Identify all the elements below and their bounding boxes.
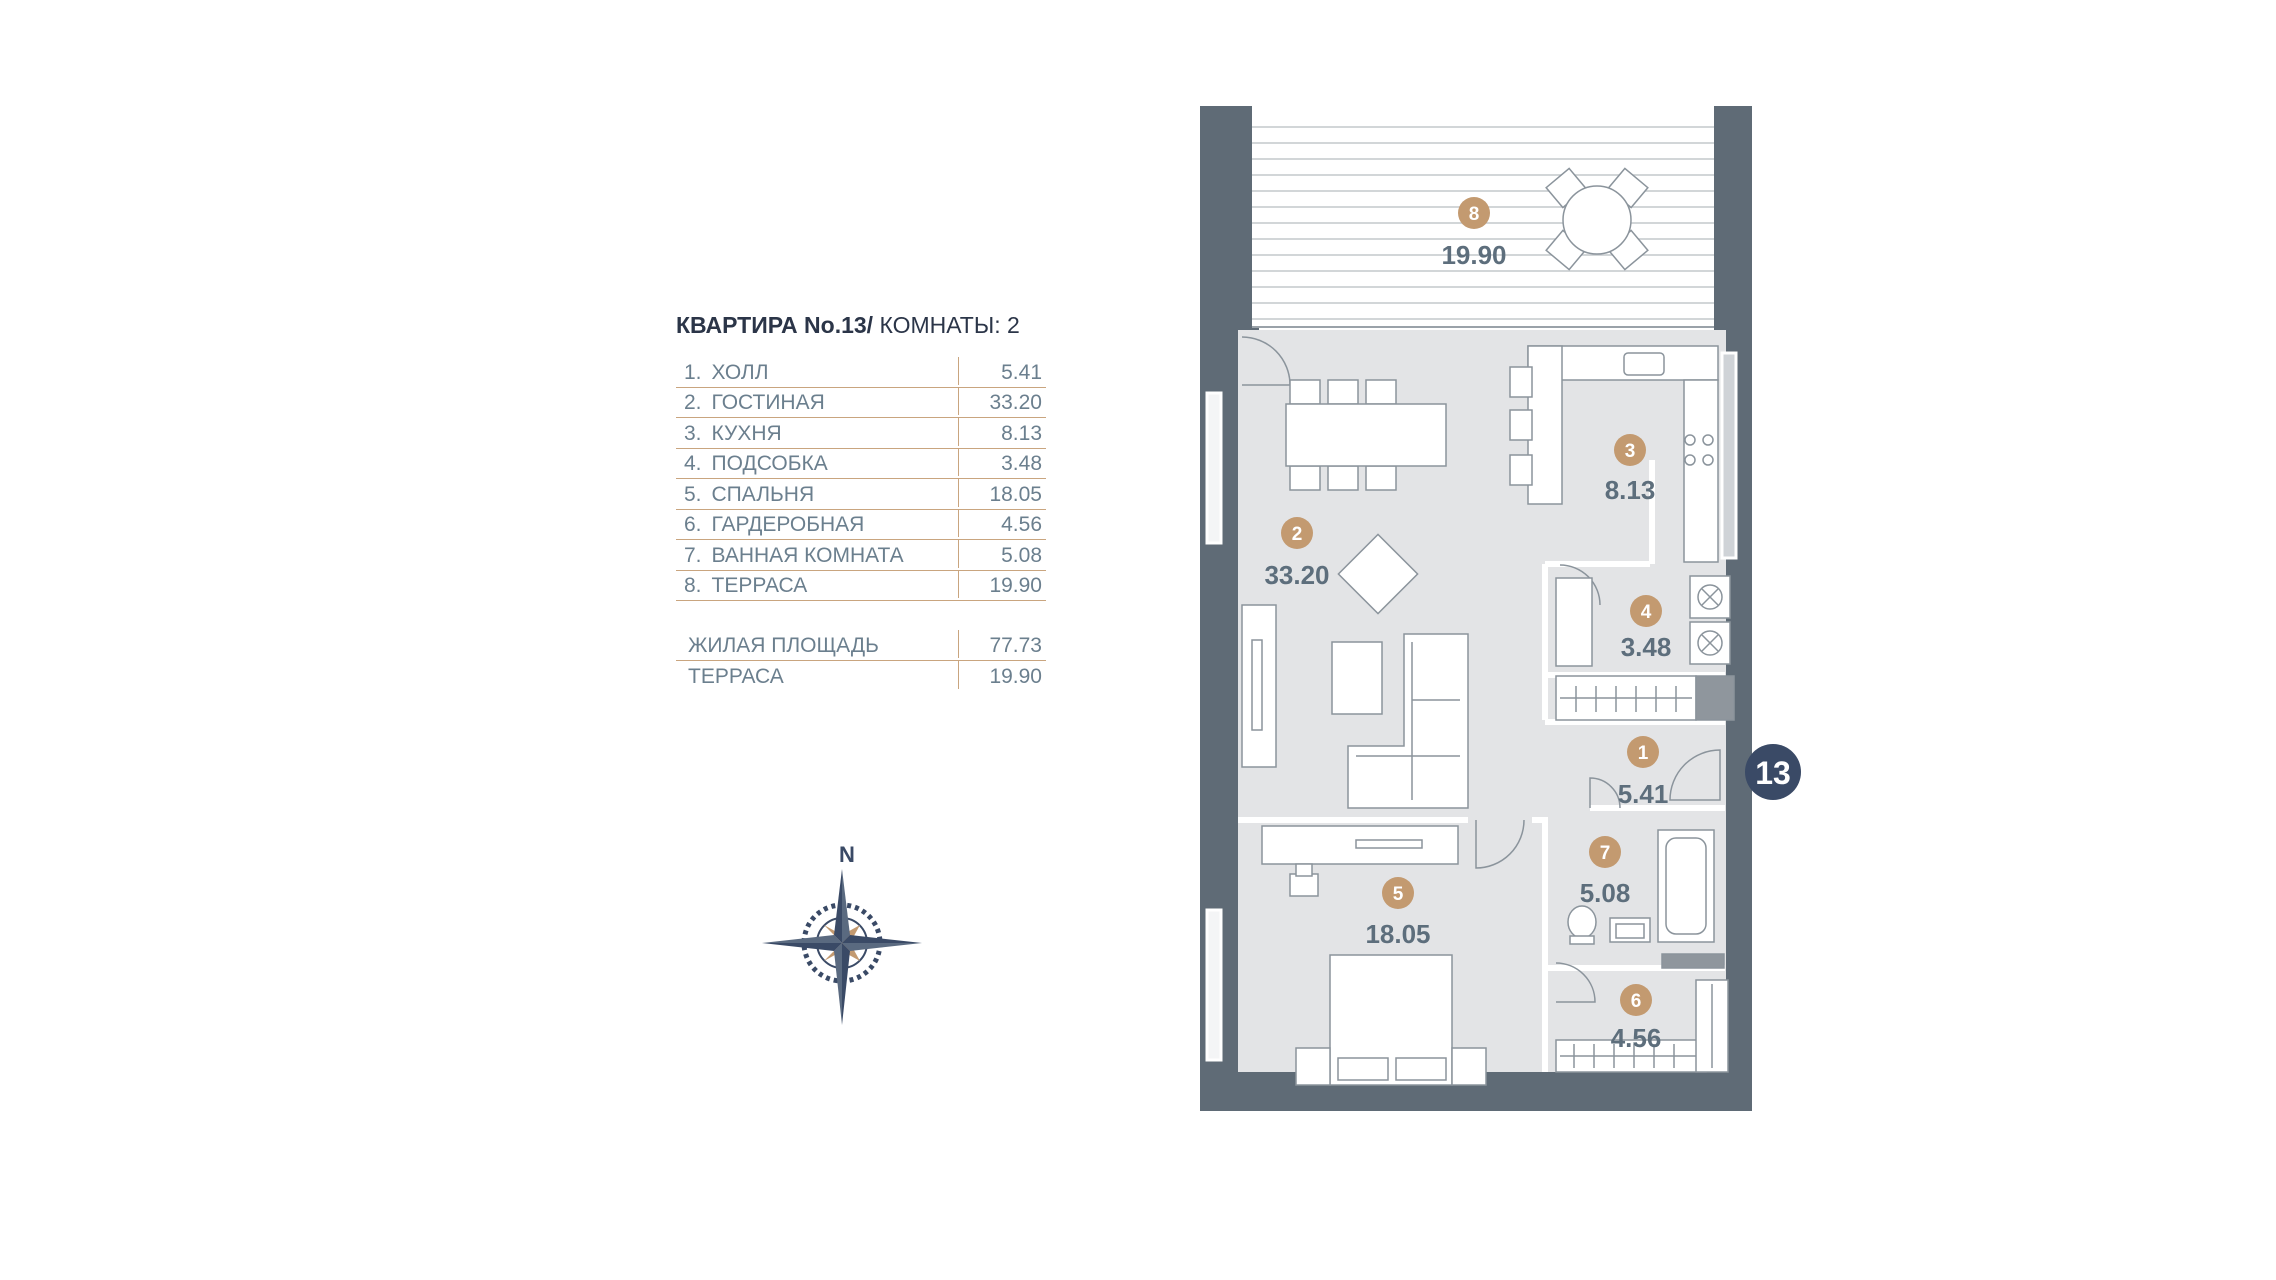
room-number: 1. xyxy=(684,360,702,384)
room-row-utility: 4. ПОДСОБКА 3.48 xyxy=(676,448,1046,479)
room-row-bedroom: 5. СПАЛЬНЯ 18.05 xyxy=(676,479,1046,510)
room-label-3: 3 8.13 xyxy=(1605,434,1656,505)
room-area-label: 19.90 xyxy=(1441,240,1506,270)
room-area-label: 18.05 xyxy=(1365,919,1430,949)
room-name: ГАРДЕРОБНАЯ xyxy=(711,513,865,536)
room-area: 3.48 xyxy=(958,448,1046,476)
room-label-4: 4 3.48 xyxy=(1621,595,1672,662)
room-number: 2. xyxy=(684,391,702,414)
room-badge xyxy=(1382,877,1414,909)
room-badge xyxy=(1614,434,1646,466)
room-number: 3. xyxy=(684,421,702,445)
apartment-badge-circle xyxy=(1745,744,1801,800)
room-label-8: 8 19.90 xyxy=(1441,197,1507,270)
hall-closet xyxy=(1555,675,1735,721)
room-badge-number: 3 xyxy=(1625,441,1636,462)
room-name: СПАЛЬНЯ xyxy=(711,482,815,506)
room-badge-number: 6 xyxy=(1631,991,1642,1012)
room-area: 8.13 xyxy=(958,418,1046,446)
room-row-hall: 1. ХОЛЛ 5.41 xyxy=(676,357,1046,388)
room-schedule: КВАРТИРА No.13/ КОМНАТЫ: 2 1. ХОЛЛ 5.41 2… xyxy=(676,312,1046,691)
room-badge xyxy=(1281,517,1313,549)
bathroom-fixtures xyxy=(1567,829,1725,969)
total-label: ТЕРРАСА xyxy=(688,665,784,688)
room-number: 4. xyxy=(684,452,702,475)
apartment-number: КВАРТИРА No.13/ xyxy=(676,312,874,338)
door-swings xyxy=(1241,336,1721,1003)
utility-appliances xyxy=(1555,575,1731,667)
room-area: 19.90 xyxy=(958,570,1046,598)
room-area-label: 5.08 xyxy=(1580,878,1631,908)
room-label-5: 5 18.05 xyxy=(1365,877,1431,949)
room-row-living: 2. ГОСТИНАЯ 33.20 xyxy=(676,387,1046,418)
living-furniture xyxy=(1241,533,1469,809)
room-area-label: 33.20 xyxy=(1264,560,1329,590)
room-name: КУХНЯ xyxy=(711,421,782,445)
room-name: ХОЛЛ xyxy=(711,360,769,384)
room-label-7: 7 5.08 xyxy=(1580,836,1631,908)
total-terrace-area: ТЕРРАСА 19.90 xyxy=(676,660,1046,692)
room-badge xyxy=(1589,836,1621,868)
room-row-terrace: 8. ТЕРРАСА 19.90 xyxy=(676,570,1046,601)
compass-icon: N xyxy=(762,842,922,1025)
compass-north-label: N xyxy=(839,842,855,867)
room-area-label: 8.13 xyxy=(1605,475,1656,505)
kitchen-units xyxy=(1509,345,1719,563)
room-area: 18.05 xyxy=(958,479,1046,507)
room-area: 33.20 xyxy=(958,387,1046,415)
rooms-count: КОМНАТЫ: 2 xyxy=(879,312,1020,338)
room-number: 7. xyxy=(684,543,702,567)
room-badge xyxy=(1630,595,1662,627)
room-badge-number: 5 xyxy=(1393,884,1404,905)
room-area-label: 3.48 xyxy=(1621,632,1672,662)
wardrobe-rails xyxy=(1555,979,1729,1073)
room-area-label: 5.41 xyxy=(1618,779,1669,809)
room-label-6: 6 4.56 xyxy=(1611,984,1662,1053)
room-row-kitchen: 3. КУХНЯ 8.13 xyxy=(676,418,1046,449)
room-number: 6. xyxy=(684,513,702,536)
room-row-bathroom: 7. ВАННАЯ КОМНАТА 5.08 xyxy=(676,540,1046,571)
partitions xyxy=(1238,460,1725,1072)
terrace-table xyxy=(1545,167,1649,271)
legend-title: КВАРТИРА No.13/ КОМНАТЫ: 2 xyxy=(676,312,1046,339)
room-badge-number: 7 xyxy=(1600,843,1611,864)
windows xyxy=(1205,351,1738,1062)
room-row-wardrobe: 6. ГАРДЕРОБНАЯ 4.56 xyxy=(676,509,1046,540)
room-name: ГОСТИНАЯ xyxy=(711,391,825,414)
room-area: 5.41 xyxy=(958,357,1046,385)
room-badge-number: 4 xyxy=(1641,602,1652,623)
room-badge xyxy=(1627,736,1659,768)
room-badge xyxy=(1458,197,1490,229)
room-area: 5.08 xyxy=(958,540,1046,568)
room-badge xyxy=(1620,984,1652,1016)
room-number: 8. xyxy=(684,574,702,597)
room-area: 4.56 xyxy=(958,509,1046,537)
total-label: ЖИЛАЯ ПЛОЩАДЬ xyxy=(688,633,879,657)
room-badge-number: 1 xyxy=(1638,743,1649,764)
room-area-label: 4.56 xyxy=(1611,1023,1662,1053)
room-number: 5. xyxy=(684,482,702,506)
room-badge-number: 2 xyxy=(1292,524,1303,545)
apartment-badge-number: 13 xyxy=(1755,755,1791,791)
room-label-1: 1 5.41 xyxy=(1618,736,1669,809)
total-living-area: ЖИЛАЯ ПЛОЩАДЬ 77.73 xyxy=(676,630,1046,661)
total-value: 19.90 xyxy=(958,660,1046,689)
dining-set xyxy=(1285,379,1447,491)
room-name: ВАННАЯ КОМНАТА xyxy=(711,543,904,567)
apartment-badge: 13 xyxy=(1745,744,1801,800)
room-label-2: 2 33.20 xyxy=(1264,517,1330,590)
bedroom-furniture xyxy=(1261,825,1487,1086)
total-value: 77.73 xyxy=(958,630,1046,658)
room-name: ПОДСОБКА xyxy=(711,452,828,475)
room-name: ТЕРРАСА xyxy=(711,574,808,597)
room-badge-number: 8 xyxy=(1469,204,1480,225)
